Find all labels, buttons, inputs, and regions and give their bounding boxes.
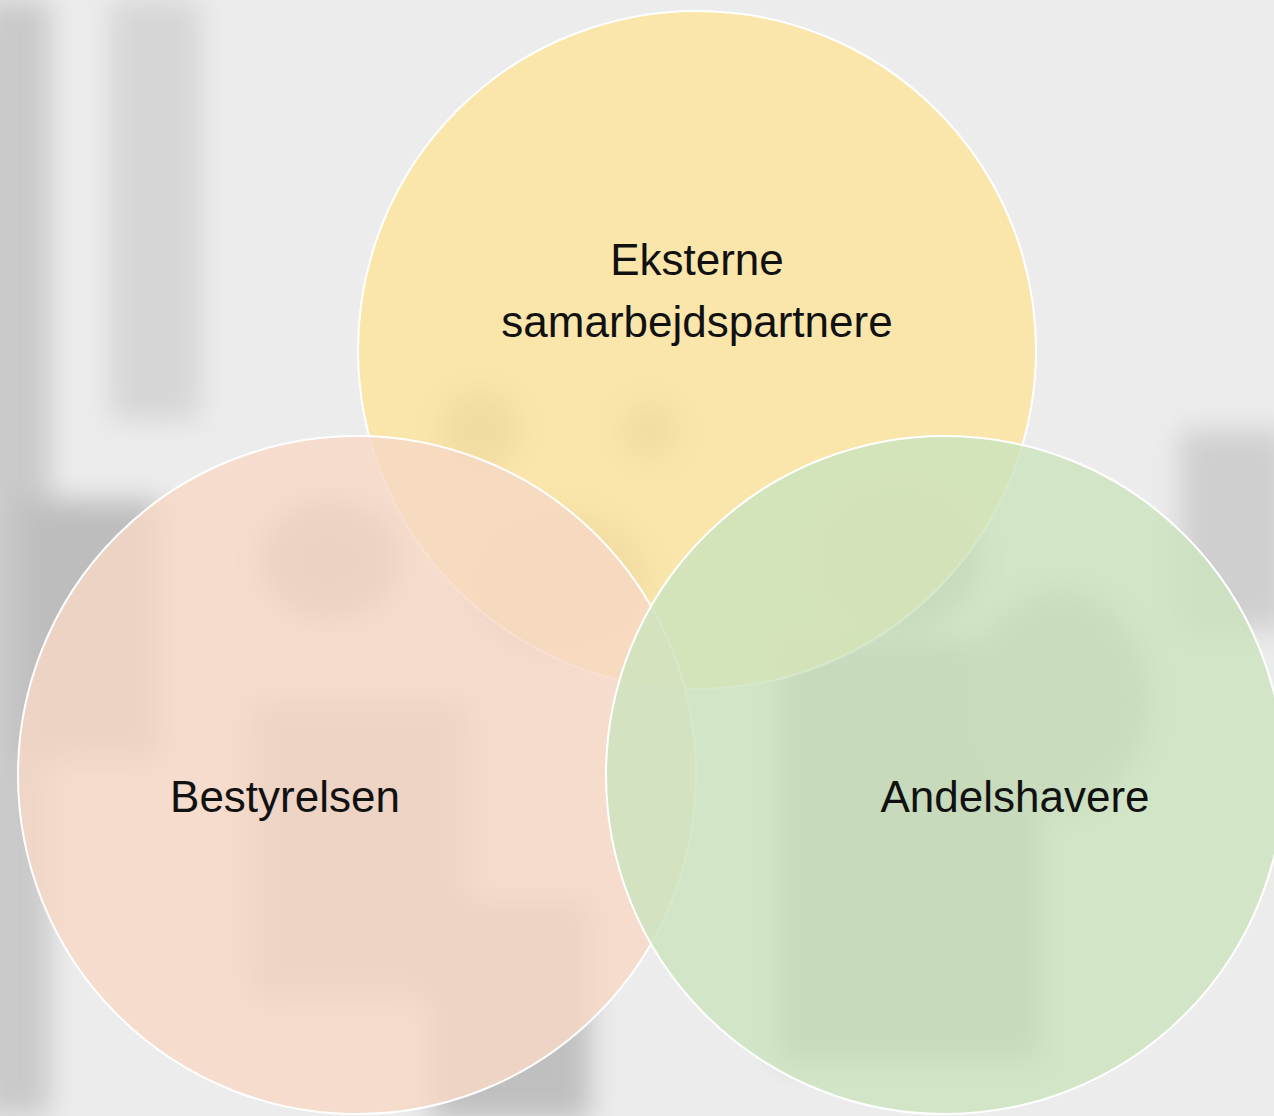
circle-label: Eksterne samarbejdspartnere bbox=[462, 229, 932, 352]
circle-label: Bestyrelsen bbox=[120, 766, 450, 828]
circle-outline bbox=[18, 436, 696, 1114]
photo-shape bbox=[110, 0, 200, 420]
venn-circle: Bestyrelsen bbox=[17, 435, 697, 1115]
circle-label: Andelshavere bbox=[850, 766, 1180, 828]
circle-outline bbox=[606, 436, 1274, 1114]
venn-circle: Andelshavere bbox=[605, 435, 1274, 1115]
